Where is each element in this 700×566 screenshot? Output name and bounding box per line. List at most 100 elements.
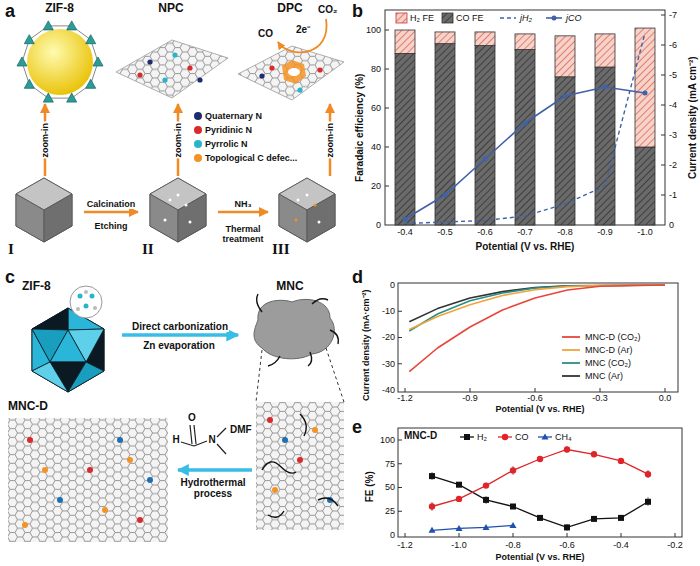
- figure-part: [76, 307, 80, 311]
- figure-part: [24, 79, 34, 88]
- figure-node: DPC: [234, 2, 346, 102]
- figure-part: [259, 73, 264, 78]
- figure-part: [189, 221, 192, 224]
- figure-label: -10: [382, 306, 395, 316]
- figure-part: [257, 294, 339, 366]
- figure-part: [483, 157, 488, 162]
- figure-label: -0.6: [559, 540, 575, 550]
- legend-text: jCO: [566, 13, 582, 23]
- edge-label: zoom-in: [40, 122, 50, 159]
- figure-label: CO₂: [318, 4, 337, 16]
- figure-part: [93, 57, 103, 66]
- figure-label: -0.6: [527, 393, 543, 403]
- plot-d: [398, 283, 678, 392]
- figure-part: [93, 306, 97, 310]
- figure-label: b: [352, 1, 363, 22]
- legend-text: MNC-D (CO₂): [585, 332, 640, 342]
- figure-label: 20: [371, 181, 381, 191]
- figure-node: ZIF-8: [20, 280, 120, 395]
- figure-label: Potential (V vs. RHE): [476, 241, 575, 253]
- figure-part: [429, 503, 435, 509]
- legend-swatch: [194, 112, 202, 120]
- figure-part: [256, 350, 262, 402]
- figure-part: [288, 68, 300, 76]
- figure-part: [661, 15, 665, 16]
- figure-part: [435, 44, 455, 225]
- node-label: DPC: [275, 2, 304, 16]
- figure-part: [282, 60, 306, 84]
- figure-part: [510, 467, 516, 473]
- edge-label: NH₃: [233, 199, 252, 209]
- figure-label: Potential (V vs. RHE): [495, 404, 584, 414]
- figure-part: [24, 35, 34, 44]
- figure-part: [429, 446, 651, 509]
- figure-part: [403, 85, 648, 222]
- figure-part: [562, 362, 580, 364]
- figure-label: Hydrothermal process: [173, 477, 253, 500]
- figure-part: [456, 496, 462, 502]
- mnc-lattice: [256, 402, 344, 530]
- figure-part: [22, 26, 98, 98]
- figure-part: [483, 524, 490, 530]
- polyhedra: [16, 178, 335, 242]
- figure-part: [618, 458, 624, 464]
- figure-label: FE (%): [364, 471, 376, 502]
- figure-part: [555, 77, 575, 225]
- figure-part: [435, 32, 455, 44]
- figure-part: [385, 147, 389, 148]
- figure-part: [515, 34, 535, 50]
- figure-part: [269, 65, 274, 70]
- figure-node: MNC: [240, 280, 340, 362]
- figure-part: [409, 285, 665, 372]
- figure-part: [398, 487, 402, 488]
- edge-label: zoom-in: [173, 122, 183, 159]
- figure-part: [87, 467, 93, 473]
- figure-label: -4: [669, 100, 677, 110]
- figure-label: -0.2: [667, 540, 683, 550]
- figure-part: [595, 34, 615, 67]
- figure-part: [595, 67, 615, 225]
- figure-part: [500, 17, 516, 18]
- figure-part: [16, 178, 72, 242]
- legend-text: Pyrrolic N: [205, 139, 248, 149]
- figure-part: [70, 286, 102, 318]
- figure-label: -0.7: [517, 227, 533, 237]
- figure-part: [591, 451, 597, 457]
- figure-part: [523, 121, 528, 126]
- figure-part: [562, 349, 580, 351]
- figure-label: -2: [669, 160, 677, 170]
- figure-part: [432, 450, 648, 507]
- figure-part: [86, 35, 96, 44]
- figure-part: [661, 195, 665, 196]
- figure-part: [312, 427, 318, 433]
- figure-part: [621, 533, 622, 537]
- figure-part: [483, 497, 489, 503]
- figure-part: [398, 440, 675, 537]
- figure-part: [442, 13, 453, 23]
- figure-part: [464, 434, 470, 440]
- figure-part: [32, 362, 68, 392]
- legend-text: Pyridinic N: [205, 125, 252, 135]
- figure-part: [475, 32, 495, 46]
- figure-label: Zn evaporation: [143, 340, 215, 352]
- figure-node: NPC: [112, 2, 230, 102]
- figure-part: [564, 524, 570, 530]
- figure-part: [409, 285, 665, 322]
- figure-label: 60: [371, 103, 381, 113]
- figure-part: [22, 522, 28, 528]
- figure-part: [475, 46, 495, 225]
- figure-part: [314, 204, 317, 207]
- figure-part: [295, 219, 298, 222]
- figure-part: [385, 30, 389, 31]
- figure-part: [635, 28, 655, 147]
- figure-part: [177, 194, 180, 197]
- figure-label: Etching: [95, 221, 128, 231]
- figure-label: -6: [669, 40, 677, 50]
- legend-text: Quaternary N: [205, 111, 262, 121]
- figure-part: [86, 79, 96, 88]
- figure-part: [262, 462, 296, 473]
- figure-part: [278, 19, 327, 52]
- legend-swatch: [194, 126, 202, 134]
- figure-label: 0: [390, 530, 395, 540]
